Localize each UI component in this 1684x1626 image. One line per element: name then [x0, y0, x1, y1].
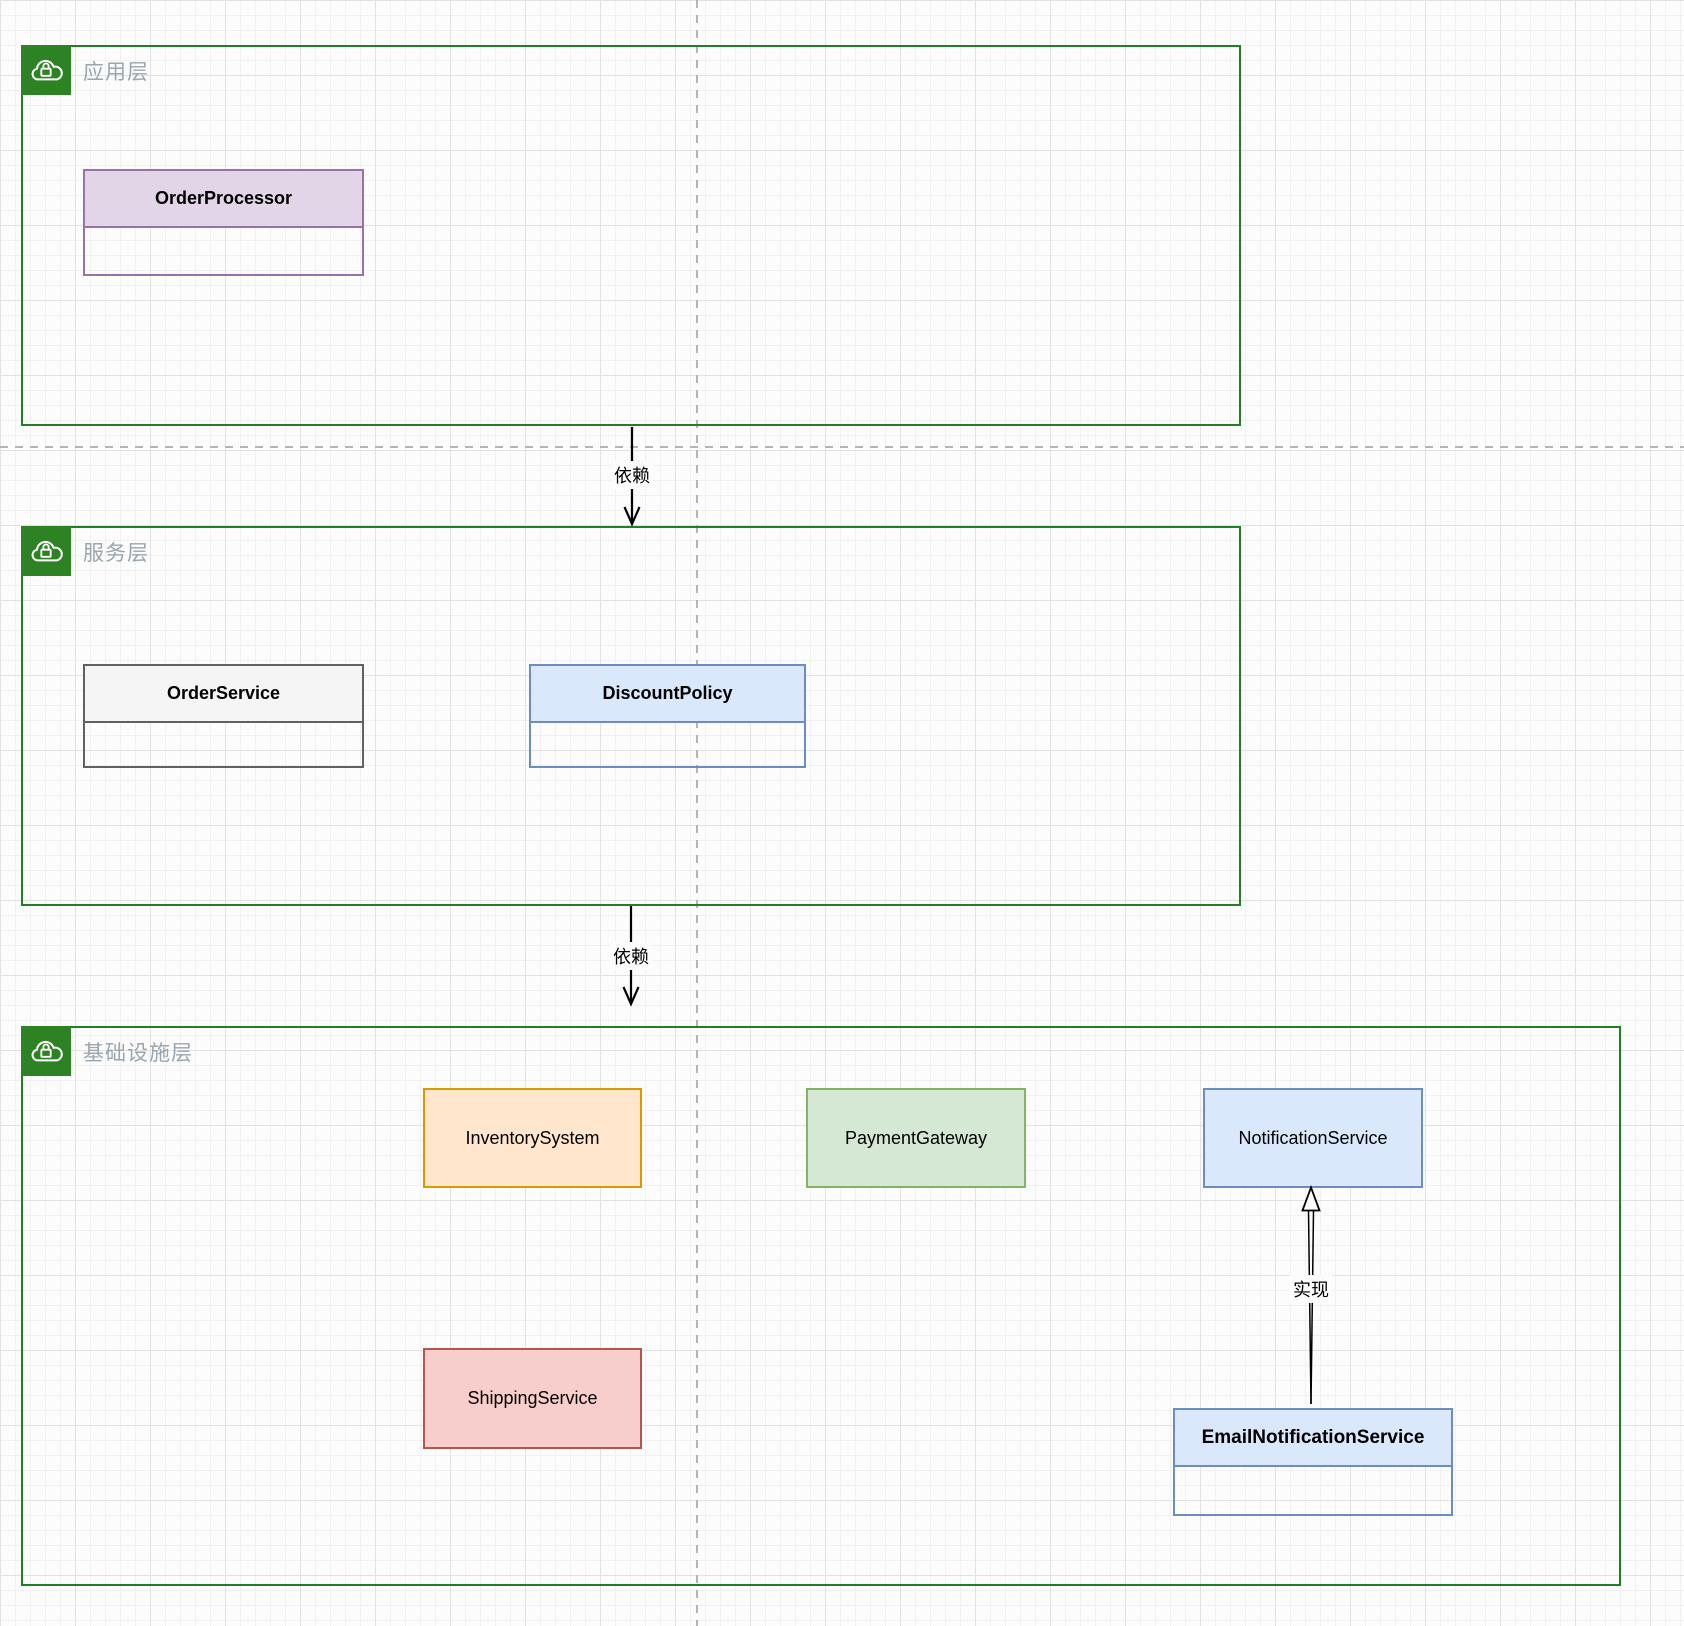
node-discount-policy-label: DiscountPolicy [602, 683, 733, 703]
node-email-notification-service-body [1175, 1467, 1451, 1514]
node-email-notification-service-label: EmailNotificationService [1201, 1426, 1425, 1448]
node-payment-gateway-label: PaymentGateway [844, 1127, 988, 1148]
node-order-service-label: OrderService [166, 683, 281, 703]
layer-title-application: 应用层 [83, 61, 149, 84]
node-notification-service[interactable]: NotificationService [1203, 1088, 1423, 1188]
node-notification-service-label: NotificationService [1238, 1127, 1388, 1148]
node-order-processor[interactable]: OrderProcessor [83, 169, 364, 276]
node-order-processor-label: OrderProcessor [154, 188, 293, 208]
layer-title-service: 服务层 [83, 542, 149, 565]
page-boundary-horizontal [0, 446, 1684, 448]
edge-label-implements: 实现 [1290, 1275, 1332, 1303]
node-shipping-service[interactable]: ShippingService [423, 1348, 642, 1449]
node-discount-policy-body [531, 723, 804, 766]
node-email-notification-service-header: EmailNotificationService [1175, 1410, 1451, 1467]
cloud-lock-icon [21, 1026, 71, 1076]
page-boundary-vertical [696, 0, 698, 1626]
layer-title-infrastructure: 基础设施层 [83, 1042, 193, 1065]
node-discount-policy-header: DiscountPolicy [531, 666, 804, 723]
node-order-service-body [85, 723, 362, 766]
layer-application[interactable]: 应用层 OrderProcessor [21, 45, 1241, 426]
node-order-processor-body [85, 228, 362, 274]
node-order-service[interactable]: OrderService [83, 664, 364, 768]
cloud-lock-icon [21, 526, 71, 576]
node-inventory-system-label: InventorySystem [465, 1127, 600, 1148]
node-shipping-service-label: ShippingService [467, 1388, 598, 1408]
node-inventory-system[interactable]: InventorySystem [423, 1088, 642, 1188]
layer-service[interactable]: 服务层 OrderService DiscountPolicy [21, 526, 1241, 906]
edge-label-dependency-1: 依赖 [611, 461, 653, 489]
node-email-notification-service[interactable]: EmailNotificationService [1173, 1408, 1453, 1516]
node-discount-policy[interactable]: DiscountPolicy [529, 664, 806, 768]
node-payment-gateway[interactable]: PaymentGateway [806, 1088, 1026, 1188]
edge-label-dependency-2: 依赖 [610, 942, 652, 970]
node-order-service-header: OrderService [85, 666, 362, 723]
cloud-lock-icon [21, 45, 71, 95]
node-order-processor-header: OrderProcessor [85, 171, 362, 228]
layer-infrastructure[interactable]: 基础设施层 InventorySystem PaymentGateway Not… [21, 1026, 1621, 1586]
